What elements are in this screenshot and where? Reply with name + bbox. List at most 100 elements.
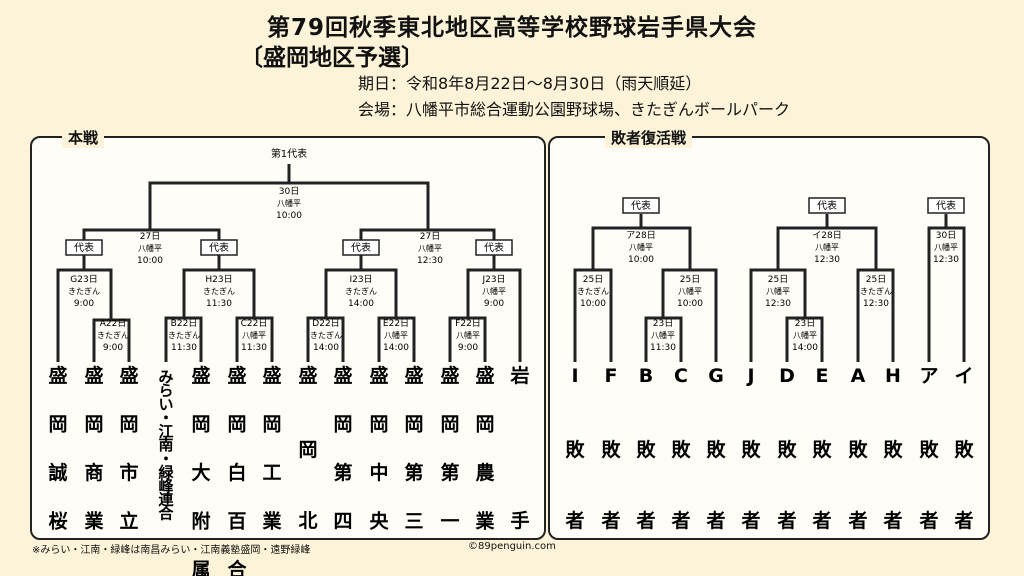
rep-team-suffix-7: 敗: [812, 438, 832, 461]
rep-team-suffix-0: 者: [565, 510, 584, 532]
rep-box-main-4-text: 代表: [484, 241, 504, 254]
main-team-1: 業: [83, 510, 104, 533]
rep-box-main-1-text: 代表: [74, 241, 94, 254]
main-team-2: 岡: [119, 414, 138, 436]
main-team-6: 業: [261, 510, 282, 533]
rep-game-5-line: 12:30: [765, 299, 791, 309]
rep-game-5-line: 25日: [768, 274, 788, 285]
rep-game-2-line: 10:00: [677, 299, 703, 309]
champion-label: 第1代表: [271, 147, 307, 160]
rep-game-5-line: 八幡平: [766, 286, 790, 296]
main-game-4-line: きたぎん: [97, 330, 129, 340]
repechage-label: 敗者復活戦: [605, 127, 693, 148]
main-team-9: 央: [369, 510, 389, 533]
main-team-3: 緑: [158, 463, 174, 481]
main-team-9: 盛: [369, 364, 388, 387]
main-game-7-line: 14:00: [313, 343, 339, 353]
main-game-2-line: きたぎん: [345, 286, 377, 296]
main-game-7-line: D22日: [312, 318, 339, 329]
main-team-5: 百: [227, 511, 246, 533]
main-team-0: 岡: [48, 414, 67, 436]
main-game-0-line: きたぎん: [68, 286, 100, 296]
rep-game-7-line: 八幡平: [793, 330, 817, 340]
semi-1-label-line: 八幡平: [138, 243, 162, 253]
rep-game-6-line: 25日: [866, 274, 886, 285]
final-label-line: 八幡平: [277, 198, 301, 208]
rep-game-7-line: 14:00: [792, 343, 818, 353]
main-team-8: 岡: [333, 414, 352, 436]
main-team-12: 業: [474, 510, 495, 533]
main-team-8: 四: [333, 511, 352, 533]
rep-team-suffix-1: 敗: [601, 438, 621, 461]
main-game-5-line: きたぎん: [168, 330, 200, 340]
main-game-5-line: 11:30: [171, 343, 197, 353]
main-team-13: 岩: [509, 364, 529, 387]
main-game-8-line: E22日: [383, 318, 409, 329]
main-team-11: 一: [440, 511, 459, 533]
main-team-5: 白: [227, 461, 246, 484]
main-team-2: 盛: [119, 364, 138, 387]
main-game-4-line: A22日: [100, 318, 127, 329]
rep-team-suffix-9: 敗: [883, 438, 903, 461]
main-team-3: 合: [157, 504, 174, 522]
rep-box-1-box: [622, 197, 660, 214]
main-team-3: い: [158, 395, 173, 413]
rep-team-suffix-5: 敗: [741, 438, 761, 461]
main-game-7-line: きたぎん: [310, 330, 342, 340]
main-team-3: 南: [158, 436, 173, 454]
main-team-1: 岡: [84, 414, 103, 436]
rep-team-suffix-10: 者: [919, 510, 938, 532]
rep-team-letter-9: H: [885, 365, 901, 387]
main-team-13: 手: [510, 509, 529, 532]
rep-team-suffix-1: 者: [601, 510, 620, 532]
semi-1-label-line: 10:00: [137, 256, 163, 266]
rep-game-3-line: 23日: [653, 318, 673, 329]
semi-2-label-line: 八幡平: [418, 243, 442, 253]
main-team-3: ・: [158, 409, 173, 427]
main-game-9-line: 八幡平: [456, 330, 480, 340]
rep-team-suffix-2: 敗: [636, 438, 656, 461]
rep-box-3-text: 代表: [936, 199, 956, 212]
main-game-8-line: 14:00: [383, 343, 409, 353]
main-bracket-label: 本戦: [62, 127, 105, 148]
rep-box-main-4-box: [475, 239, 513, 256]
main-team-10: 第: [404, 461, 423, 484]
rep-game-2-line: 八幡平: [678, 286, 702, 296]
main-team-12: 盛: [475, 364, 494, 387]
main-game-6-line: 11:30: [241, 343, 267, 353]
main-game-1-line: H23日: [205, 274, 232, 285]
rep-team-suffix-8: 敗: [848, 438, 868, 461]
rep-team-suffix-10: 敗: [919, 438, 939, 461]
main-team-5: 岡: [227, 414, 246, 436]
semi-2-label-line: 12:30: [417, 256, 443, 266]
main-team-7: 岡: [298, 439, 317, 461]
rep-game-3-line: 11:30: [650, 343, 676, 353]
main-team-10: 三: [404, 511, 423, 533]
main-team-6: 盛: [262, 364, 281, 387]
main-game-0-line: G23日: [70, 274, 97, 285]
main-game-5-line: B22日: [171, 318, 198, 329]
period-text: 期日：令和8年8月22日～8月30日（雨天順延）: [358, 74, 702, 93]
main-team-3: 江: [158, 423, 173, 441]
main-team-4: 大: [191, 461, 210, 484]
footnote: ※みらい・江南・緑峰は南昌みらい・江南義塾盛岡・遠野緑峰: [32, 545, 311, 556]
main-team-12: 農: [475, 462, 494, 484]
rep-box-main-2-box: [200, 239, 238, 256]
main-team-8: 第: [333, 461, 352, 484]
main-team-7: 北: [298, 510, 317, 532]
rep-team-suffix-8: 者: [848, 510, 867, 532]
rep-box-main-3-text: 代表: [351, 241, 371, 254]
main-team-9: 岡: [369, 414, 388, 436]
semi-1-label-line: 27日: [140, 231, 160, 242]
main-game-6-line: 八幡平: [242, 330, 266, 340]
rep-game-1-line: きたぎん: [577, 286, 609, 296]
rep-game-4-line: イ28日: [812, 230, 841, 241]
rep-team-letter-8: A: [851, 365, 866, 387]
rep-game-6-line: 12:30: [863, 299, 889, 309]
rep-team-letter-3: C: [674, 365, 688, 387]
rep-box-1-text: 代表: [631, 199, 651, 212]
main-game-3-line: 9:00: [484, 299, 504, 309]
main-team-5: 盛: [227, 364, 246, 387]
main-game-3-line: J23日: [481, 274, 505, 285]
main-game-1-line: 11:30: [206, 299, 232, 309]
